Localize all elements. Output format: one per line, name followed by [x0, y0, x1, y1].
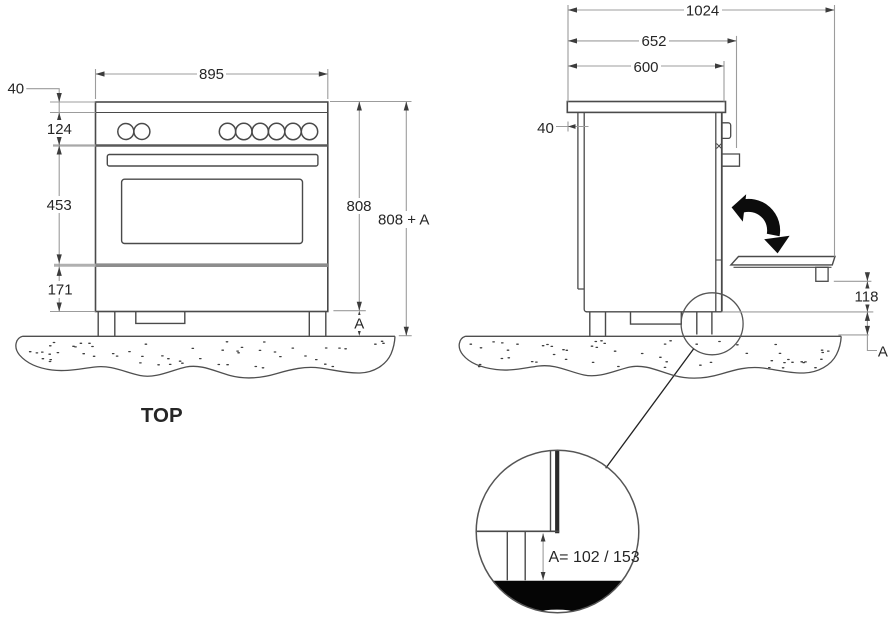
svg-text:124: 124 — [47, 121, 72, 138]
svg-text:652: 652 — [641, 33, 666, 50]
svg-text:A: A — [878, 344, 888, 361]
svg-text:895: 895 — [199, 66, 224, 83]
svg-text:171: 171 — [48, 282, 73, 299]
svg-text:1024: 1024 — [686, 3, 719, 20]
svg-text:808: 808 — [346, 198, 371, 215]
svg-text:A= 102 / 153: A= 102 / 153 — [549, 549, 640, 566]
svg-text:40: 40 — [7, 81, 24, 98]
svg-text:TOP: TOP — [141, 404, 183, 427]
svg-text:A: A — [354, 315, 364, 332]
svg-text:118: 118 — [855, 289, 879, 306]
svg-text:40: 40 — [537, 120, 554, 137]
svg-text:600: 600 — [633, 59, 658, 76]
svg-text:453: 453 — [47, 197, 72, 214]
svg-text:808 + A: 808 + A — [378, 212, 429, 229]
